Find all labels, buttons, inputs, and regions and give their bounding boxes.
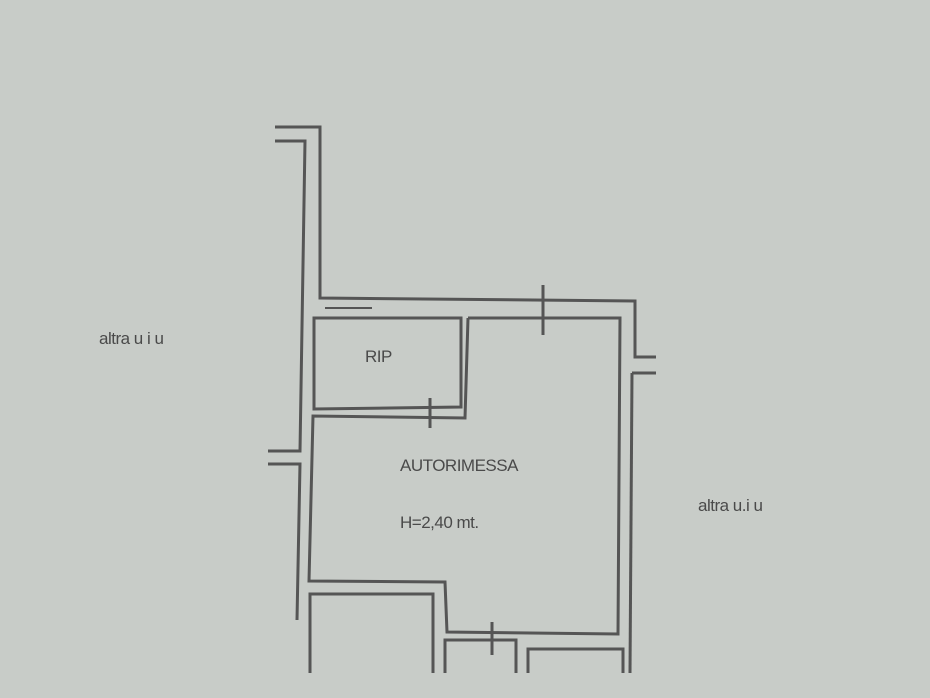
right-wall-outer [628, 372, 634, 674]
neighbor-unit-right-label: altra u.i u [698, 496, 763, 515]
garage-room-walls [307, 316, 622, 636]
ceiling-height-label: H=2,40 mt. [400, 513, 479, 532]
storage-room-rip [312, 316, 463, 411]
neighbor-wall-bottom-right [526, 647, 625, 673]
neighbor-wall-bottom-mid [443, 638, 518, 673]
outer-wall-top-left [275, 125, 656, 359]
room-label-rip: RIP [365, 347, 392, 366]
outer-wall-left-lower [268, 462, 302, 621]
room-label-autorimessa: AUTORIMESSA [400, 456, 518, 475]
neighbor-unit-left-label: altra u i u [99, 329, 164, 348]
outer-wall-left-upper [268, 139, 307, 453]
neighbor-wall-bottom-left [308, 592, 435, 673]
